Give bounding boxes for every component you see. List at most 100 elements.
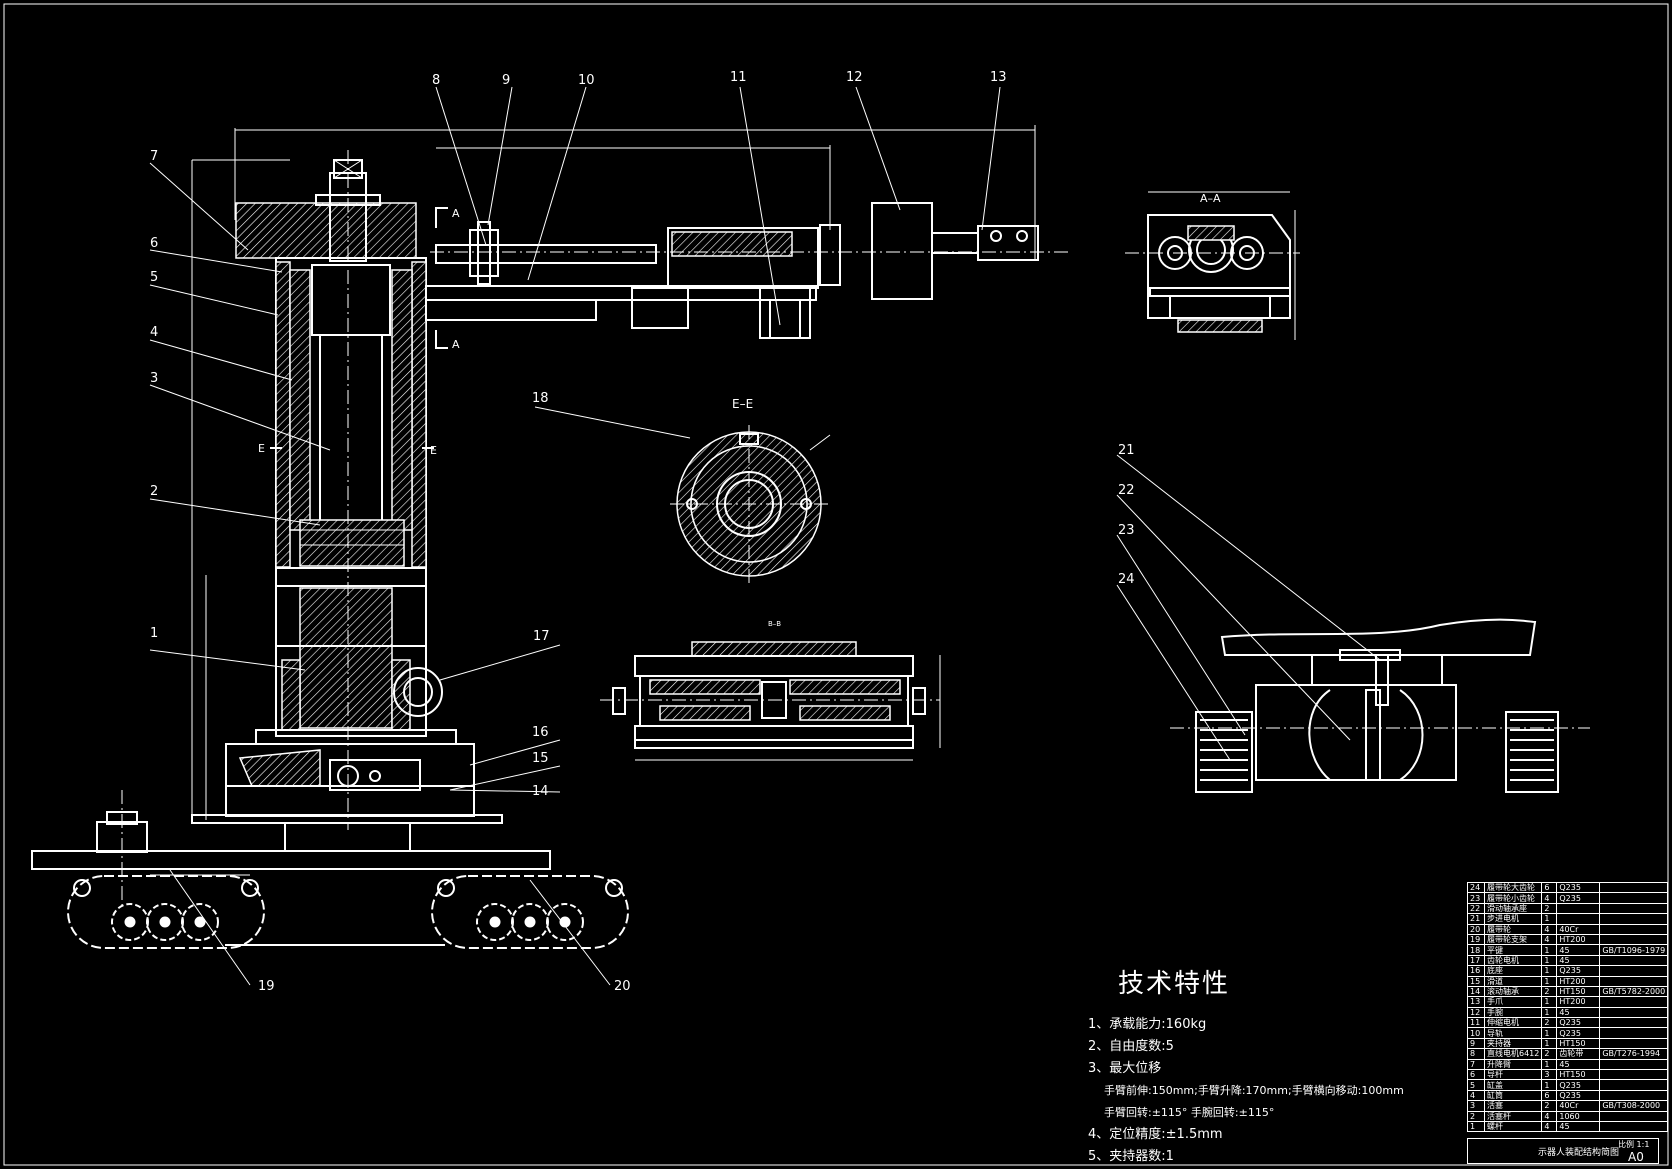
bom-cell-no: 11: [1467, 1017, 1485, 1029]
section-bb-label: B–B: [768, 620, 781, 628]
callout-11: 11: [730, 70, 747, 85]
section-aa-view: A–A: [1125, 191, 1300, 340]
bom-cell-no: 23: [1467, 892, 1485, 904]
bom-cell-name: 活塞: [1483, 1100, 1543, 1112]
bom-cell-no: 24: [1467, 881, 1485, 894]
spec-item: 4、定位精度:±1.5mm: [1088, 1127, 1223, 1142]
bom-cell-std: GB/T5782-2000: [1599, 985, 1669, 998]
callout-1: 1: [150, 626, 158, 641]
bom-cell-name: 滑道: [1483, 975, 1543, 987]
bom-cell-mat: 45: [1556, 1120, 1601, 1133]
bom-cell-name: 履带轮: [1483, 923, 1543, 935]
bom-cell-std: [1599, 1120, 1669, 1133]
bom-cell-qty: 6: [1541, 1089, 1558, 1102]
sheet-border: [3, 3, 1669, 1166]
callout-8: 8: [432, 73, 440, 88]
bom-cell-no: 21: [1467, 913, 1485, 925]
bom-cell-name: 导轨: [1483, 1027, 1543, 1039]
bom-cell-no: 22: [1467, 902, 1485, 915]
bom-cell-no: 12: [1467, 1006, 1485, 1019]
callout-20: 20: [614, 979, 631, 994]
spec-item: 1、承载能力:160kg: [1088, 1017, 1207, 1032]
bom-cell-name: 手腕: [1483, 1006, 1543, 1019]
bom-cell-no: 3: [1467, 1100, 1485, 1112]
bom-cell-mat: 45: [1556, 944, 1601, 956]
bom-cell-mat: 1060: [1556, 1110, 1601, 1123]
bom-cell-qty: 1: [1541, 975, 1558, 987]
bom-cell-qty: 1: [1541, 913, 1558, 925]
bom-cell-no: 16: [1467, 965, 1485, 977]
tech-spec: 技术特性 1、承载能力:160kg 2、自由度数:5 3、最大位移 手臂前伸:1…: [1088, 963, 1404, 1168]
bom-cell-qty: 1: [1541, 944, 1558, 956]
bom-cell-qty: 1: [1541, 996, 1558, 1008]
callout-16: 16: [532, 725, 549, 740]
callout-10: 10: [578, 73, 595, 88]
bom-cell-std: [1599, 1027, 1669, 1039]
bom-cell-std: GB/T308-2000: [1599, 1100, 1669, 1112]
callout-5: 5: [150, 270, 158, 285]
bom-cell-std: [1599, 913, 1669, 925]
bom-cell-mat: Q235: [1556, 892, 1601, 904]
bom-cell-std: [1599, 1006, 1669, 1019]
bom-cell-mat: 齿轮带: [1556, 1048, 1601, 1060]
bom-cell-no: 14: [1467, 985, 1485, 998]
bom-cell-qty: 4: [1541, 892, 1558, 904]
bom-cell-no: 9: [1467, 1037, 1485, 1050]
bom-cell-std: [1599, 1058, 1669, 1071]
tech-spec-title: 技术特性: [1118, 969, 1231, 999]
bom-cell-no: 15: [1467, 975, 1485, 987]
bom-cell-mat: HT200: [1556, 933, 1601, 946]
bom-cell-name: 平键: [1483, 944, 1543, 956]
bom-cell-mat: Q235: [1556, 965, 1601, 977]
bom-cell-std: [1599, 1079, 1669, 1091]
bom-cell-std: [1599, 954, 1669, 967]
spec-item: 3、最大位移: [1088, 1061, 1162, 1076]
title-block: 示器人装配结构简图 比例 1:1 A0: [1467, 1138, 1659, 1164]
bom-cell-std: [1599, 965, 1669, 977]
bom-cell-qty: 1: [1541, 1037, 1558, 1050]
callout-labels: 1 2 3 4 5 6 7 8 9 10 11 12 13 14 15 16 1…: [150, 70, 1135, 994]
bom-cell-mat: Q235: [1556, 1017, 1601, 1029]
callout-4: 4: [150, 325, 158, 340]
bom-cell-name: 履带轮小齿轮: [1483, 892, 1543, 904]
bom-cell-name: 活塞杆: [1483, 1110, 1543, 1123]
bom-cell-qty: 2: [1541, 902, 1558, 915]
section-ee-view: E–E: [670, 397, 831, 585]
bom-cell-qty: 2: [1541, 1048, 1558, 1060]
bom-cell-no: 20: [1467, 923, 1485, 935]
bom-cell-std: [1599, 902, 1669, 915]
bom-cell-no: 18: [1467, 944, 1485, 956]
callout-15: 15: [532, 751, 549, 766]
bom-cell-std: [1599, 1017, 1669, 1029]
bom-cell-qty: 1: [1541, 1006, 1558, 1019]
cut-e-right-label: E: [430, 444, 437, 457]
bom-cell-mat: Q235: [1556, 1089, 1601, 1102]
section-bb-view: B–B: [600, 620, 941, 761]
bom-cell-name: 缸筒: [1483, 1089, 1543, 1102]
drawing-name: 示器人装配结构简图: [1538, 1148, 1620, 1158]
bom-cell-qty: 1: [1541, 954, 1558, 967]
spec-sub-item: 手臂回转:±115° 手腕回转:±115°: [1104, 1106, 1275, 1119]
callout-12: 12: [846, 70, 863, 85]
bom-cell-no: 4: [1467, 1089, 1485, 1102]
callout-18: 18: [532, 391, 549, 406]
bom-cell-name: 滚动轴承: [1483, 985, 1543, 998]
callout-7: 7: [150, 149, 158, 164]
arm-assembly: [270, 202, 1070, 449]
bom-cell-name: 缸盖: [1483, 1079, 1543, 1091]
bom-cell-std: [1599, 975, 1669, 987]
bom-cell-mat: HT200: [1556, 996, 1601, 1008]
